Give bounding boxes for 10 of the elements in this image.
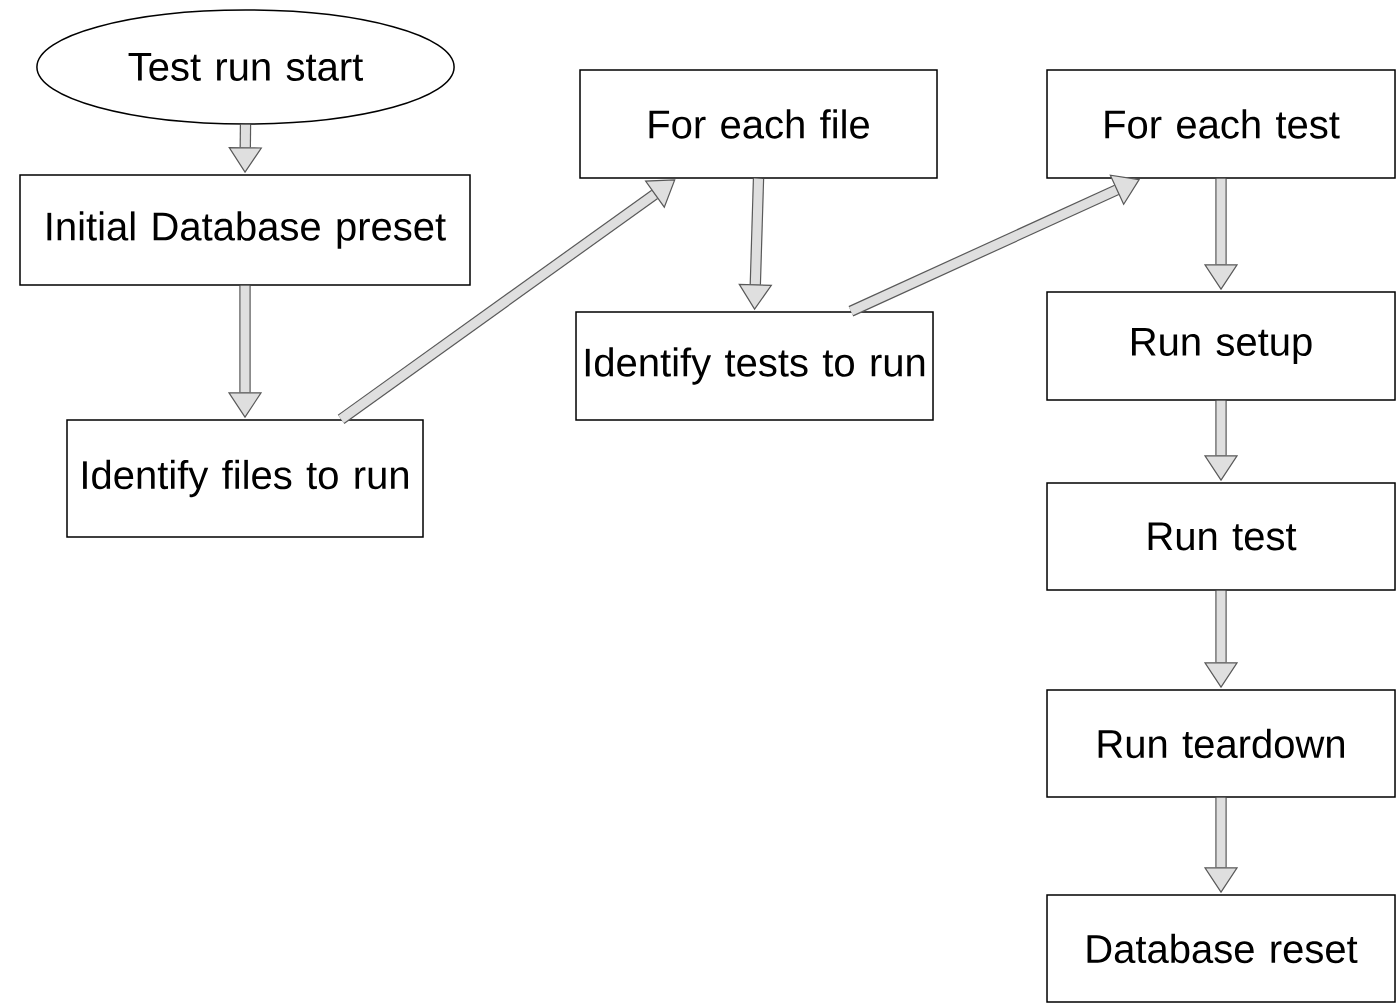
- process-box: Run test: [1046, 482, 1396, 591]
- process-box: Identify tests to run: [575, 311, 934, 421]
- loop-box: For each file: [579, 69, 938, 179]
- process-box: Run setup: [1046, 291, 1396, 401]
- block-arrow: [337, 179, 676, 424]
- process-box: Identify files to run: [66, 419, 424, 538]
- loop-box: For each test: [1046, 69, 1396, 179]
- process-box: Database reset: [1046, 894, 1396, 1003]
- process-box: Initial Database preset: [19, 174, 471, 286]
- process-box: Run teardown: [1046, 689, 1396, 798]
